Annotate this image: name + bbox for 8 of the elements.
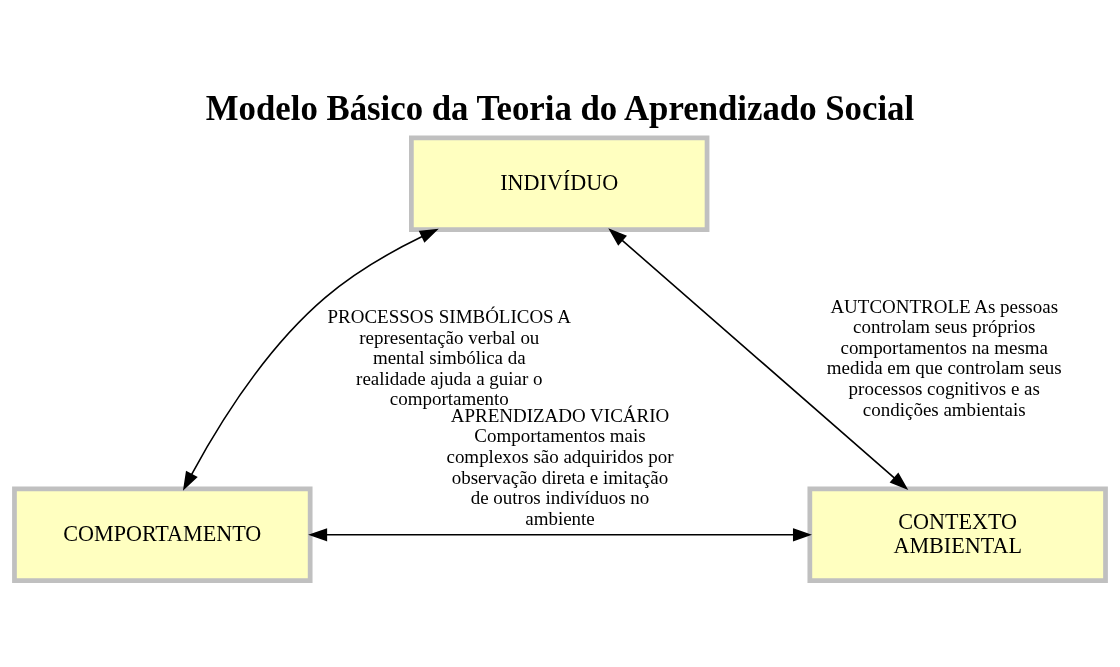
node-box: CONTEXTO AMBIENTAL — [807, 486, 1108, 583]
arrow — [608, 227, 909, 490]
diagram-title: Modelo Básico da Teoria do Aprendizado Social — [205, 88, 915, 128]
arrow — [182, 228, 439, 491]
node-box: INDIVÍDUO — [409, 135, 710, 232]
arrow — [308, 527, 812, 541]
edge-label: AUTCONTROLE As pessoas controlam seus próprios comportamentos na mesma medida em que controlam seus processos cognitivos e as condições ambientais — [826, 295, 1062, 420]
node-box: COMPORTAMENTO — [12, 486, 313, 583]
